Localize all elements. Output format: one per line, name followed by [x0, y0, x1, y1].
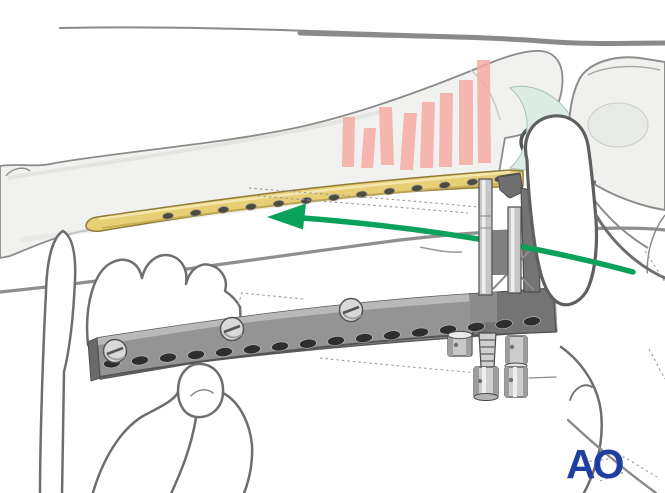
handle-hole — [159, 352, 177, 363]
fracture-zone-bar — [400, 113, 417, 170]
fracture-zone-bar — [439, 93, 453, 167]
dashed-under-plate-1 — [248, 187, 489, 209]
right-finger-crease — [569, 384, 593, 401]
skin-line-top-thick — [297, 30, 665, 46]
ao-logo: AO — [566, 441, 624, 487]
left-thumb-nail-line — [190, 389, 214, 397]
knob-small-left — [447, 330, 473, 357]
left-hand-lower — [91, 362, 254, 493]
handle-hole — [411, 327, 429, 338]
fracture-zone-bar — [477, 60, 491, 163]
handle-end-cap — [87, 337, 101, 382]
right-palm-edge — [594, 213, 665, 280]
fracture-zone-bar — [459, 80, 473, 165]
fracture-zone-bars — [342, 60, 491, 170]
guide-pin-2 — [507, 206, 522, 294]
handle-hole — [271, 341, 289, 352]
right-knob-contact-line — [528, 376, 557, 379]
handle-bottom-edge — [99, 329, 560, 378]
block-upper-wedge — [497, 173, 524, 199]
olecranon-inner-line — [587, 65, 661, 76]
handle-block-step — [470, 292, 497, 324]
dashed-near-logo-1 — [583, 456, 658, 478]
dashed-handle-corner — [237, 292, 304, 306]
plate-bottom-shade — [101, 182, 517, 229]
screw-slot — [106, 346, 124, 356]
left-wrist-line-2 — [169, 416, 198, 493]
olecranon-shade — [587, 102, 649, 148]
right-lower-finger — [559, 345, 603, 493]
fracture-zone-bar — [379, 107, 394, 165]
screw-slot — [223, 324, 241, 334]
handle-hole — [187, 350, 205, 360]
handle-top-face — [97, 289, 558, 345]
plate-hole — [411, 184, 423, 192]
dashed-under-plate-2 — [257, 195, 469, 214]
handle-hole — [523, 316, 541, 327]
right-palm-fill — [556, 228, 665, 493]
plate-hole — [245, 203, 257, 211]
handle-hole — [355, 333, 373, 343]
block-between-pins — [492, 230, 509, 275]
plate-hole — [466, 178, 479, 186]
bone-inner-highlight — [7, 110, 381, 180]
left-wrist-line-1 — [91, 390, 180, 493]
plate-group — [85, 169, 524, 232]
screw-slot — [342, 305, 360, 315]
arrow-head — [267, 203, 306, 230]
guide-pin-1 — [478, 178, 493, 296]
left-thumb — [38, 229, 77, 493]
handle-hole — [383, 330, 401, 341]
guide-pins — [478, 178, 522, 296]
screw-shading — [342, 312, 362, 320]
handle-screws — [102, 297, 364, 364]
plate-hole — [355, 190, 368, 199]
handle-hole — [495, 319, 513, 329]
left-wrist-line-3 — [221, 391, 254, 493]
plate-hole — [217, 206, 230, 214]
handle-screw — [338, 297, 364, 323]
handle-hole — [299, 338, 317, 349]
handle-hole — [327, 336, 345, 346]
fracture-zone-bar — [361, 128, 376, 168]
bone-ridge-line — [5, 167, 31, 177]
dashed-guides — [237, 187, 665, 482]
insertion-handle — [87, 287, 561, 382]
handle-hole — [243, 344, 261, 355]
skin-fold-line — [419, 246, 463, 254]
locking-knobs — [447, 330, 528, 401]
knob-center-knurled — [473, 332, 499, 401]
knob-right-pair — [504, 335, 528, 398]
plate-hole — [383, 187, 396, 195]
fracture-zone-bar — [420, 102, 435, 168]
plate-hole — [162, 212, 174, 220]
dashed-right-upper — [644, 250, 665, 283]
plate-hole — [272, 200, 285, 208]
handle-screw — [219, 316, 245, 342]
plate-hole — [438, 181, 451, 189]
fracture-zone-bar — [342, 117, 355, 167]
plate-top-highlight — [98, 170, 511, 221]
handle-screw — [102, 338, 128, 364]
screw-shading — [223, 331, 243, 339]
dashed-below-handle — [319, 357, 478, 374]
plate-hole — [300, 196, 313, 205]
screw-shading — [106, 353, 126, 361]
dashed-right-lower — [648, 348, 665, 380]
right-wrist-line — [566, 418, 658, 493]
handle-hole — [215, 347, 233, 357]
plate-hole — [189, 209, 202, 217]
handle-hole — [467, 322, 485, 332]
handle-hole — [131, 355, 149, 366]
